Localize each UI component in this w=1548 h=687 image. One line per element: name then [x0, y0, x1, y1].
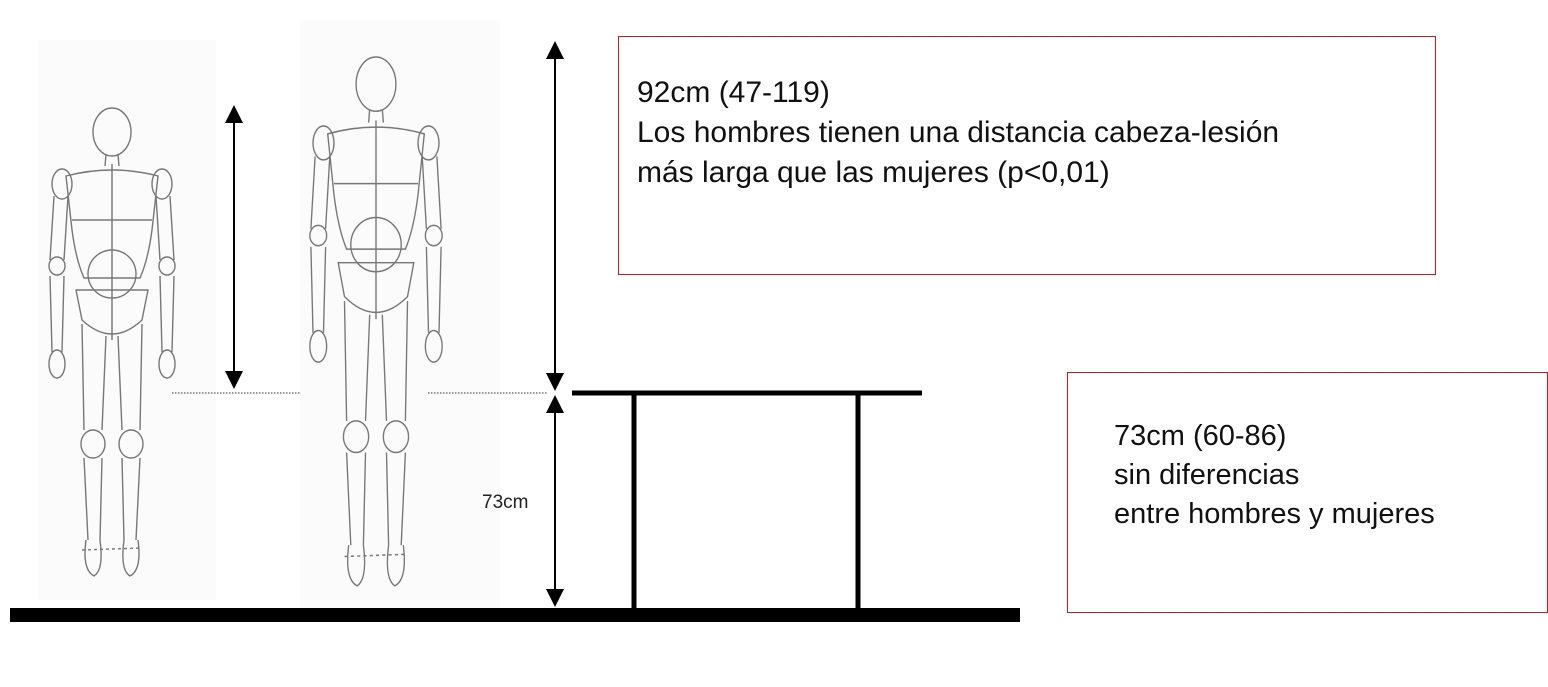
table-drawing: [572, 390, 922, 610]
sketch-paper-left: [38, 40, 216, 600]
annotation-line: 92cm (47-119): [637, 76, 830, 109]
floor-line: [10, 608, 1020, 622]
annotation-line: sin diferencias: [1114, 459, 1300, 491]
table-height-label: 73cm: [482, 492, 529, 513]
table-height-annotation: 73cm (60-86) sin diferencias entre hombr…: [1067, 372, 1548, 613]
sketch-paper-right: [300, 20, 500, 610]
annotation-line: entre hombres y mujeres: [1114, 498, 1435, 530]
annotation-line: 73cm (60-86): [1114, 420, 1287, 452]
annotation-line: más larga que las mujeres (p<0,01): [637, 156, 1110, 189]
head-lesion-distance-annotation: 92cm (47-119) Los hombres tienen una dis…: [618, 36, 1436, 275]
annotation-line: Los hombres tienen una distancia cabeza-…: [637, 116, 1280, 149]
